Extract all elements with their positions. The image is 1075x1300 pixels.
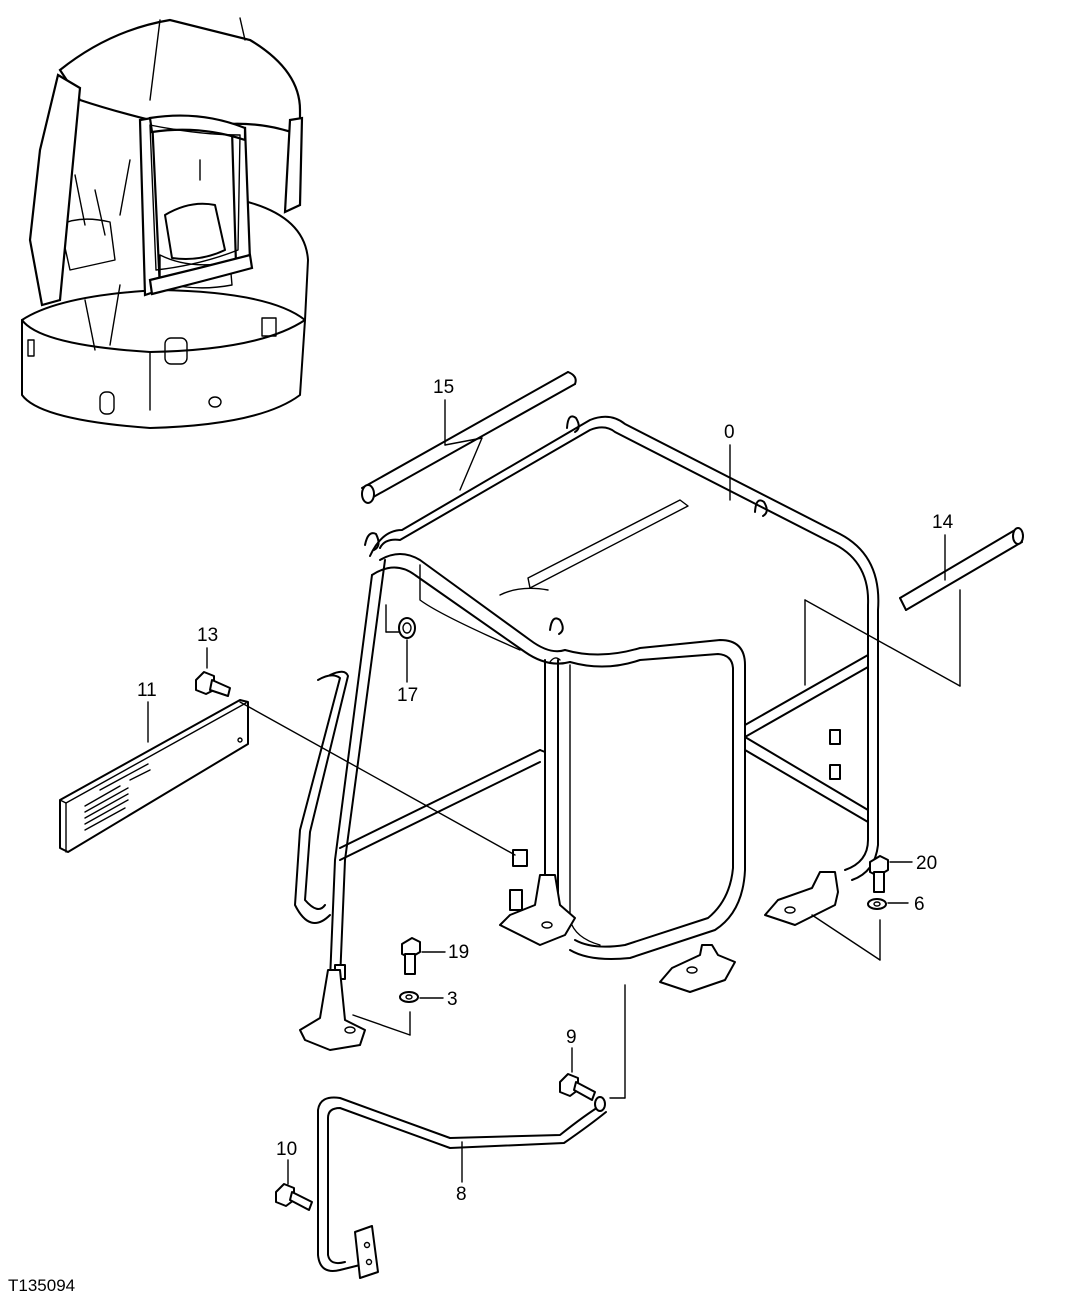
callout-13: 13 bbox=[197, 625, 218, 646]
part-3-washer bbox=[352, 991, 419, 1036]
part-0-cab-frame bbox=[294, 415, 881, 1051]
callout-11: 11 bbox=[137, 680, 157, 701]
part-10-bolt bbox=[275, 1183, 313, 1211]
figure-id: T135094 bbox=[8, 1276, 75, 1295]
part-17-grommet bbox=[385, 604, 416, 639]
callout-8: 8 bbox=[456, 1184, 467, 1205]
part-11-side-cover bbox=[59, 699, 516, 856]
callout-14: 14 bbox=[932, 512, 954, 533]
part-8-handrail bbox=[317, 984, 626, 1279]
callout-19: 19 bbox=[448, 942, 469, 963]
part-19-bolt bbox=[401, 937, 421, 975]
callout-10: 10 bbox=[276, 1139, 297, 1160]
callout-labels: 0 15 14 13 11 17 20 6 19 3 9 10 8 T13509… bbox=[8, 377, 954, 1295]
callout-20: 20 bbox=[916, 853, 937, 874]
callout-3: 3 bbox=[447, 989, 458, 1010]
part-6-washer bbox=[867, 898, 887, 910]
part-20-bolt bbox=[869, 855, 889, 893]
part-13-bolt bbox=[195, 671, 231, 697]
callout-0: 0 bbox=[724, 422, 735, 443]
part-15-rail bbox=[361, 371, 577, 504]
leader-lines bbox=[147, 399, 946, 1185]
part-9-bolt bbox=[559, 1073, 596, 1101]
part-14-rail bbox=[804, 527, 1024, 687]
callout-15: 15 bbox=[433, 377, 454, 398]
callout-6: 6 bbox=[914, 894, 925, 915]
callout-17: 17 bbox=[397, 685, 418, 706]
callout-9: 9 bbox=[566, 1027, 577, 1048]
machine-overview-illustration bbox=[21, 17, 309, 429]
